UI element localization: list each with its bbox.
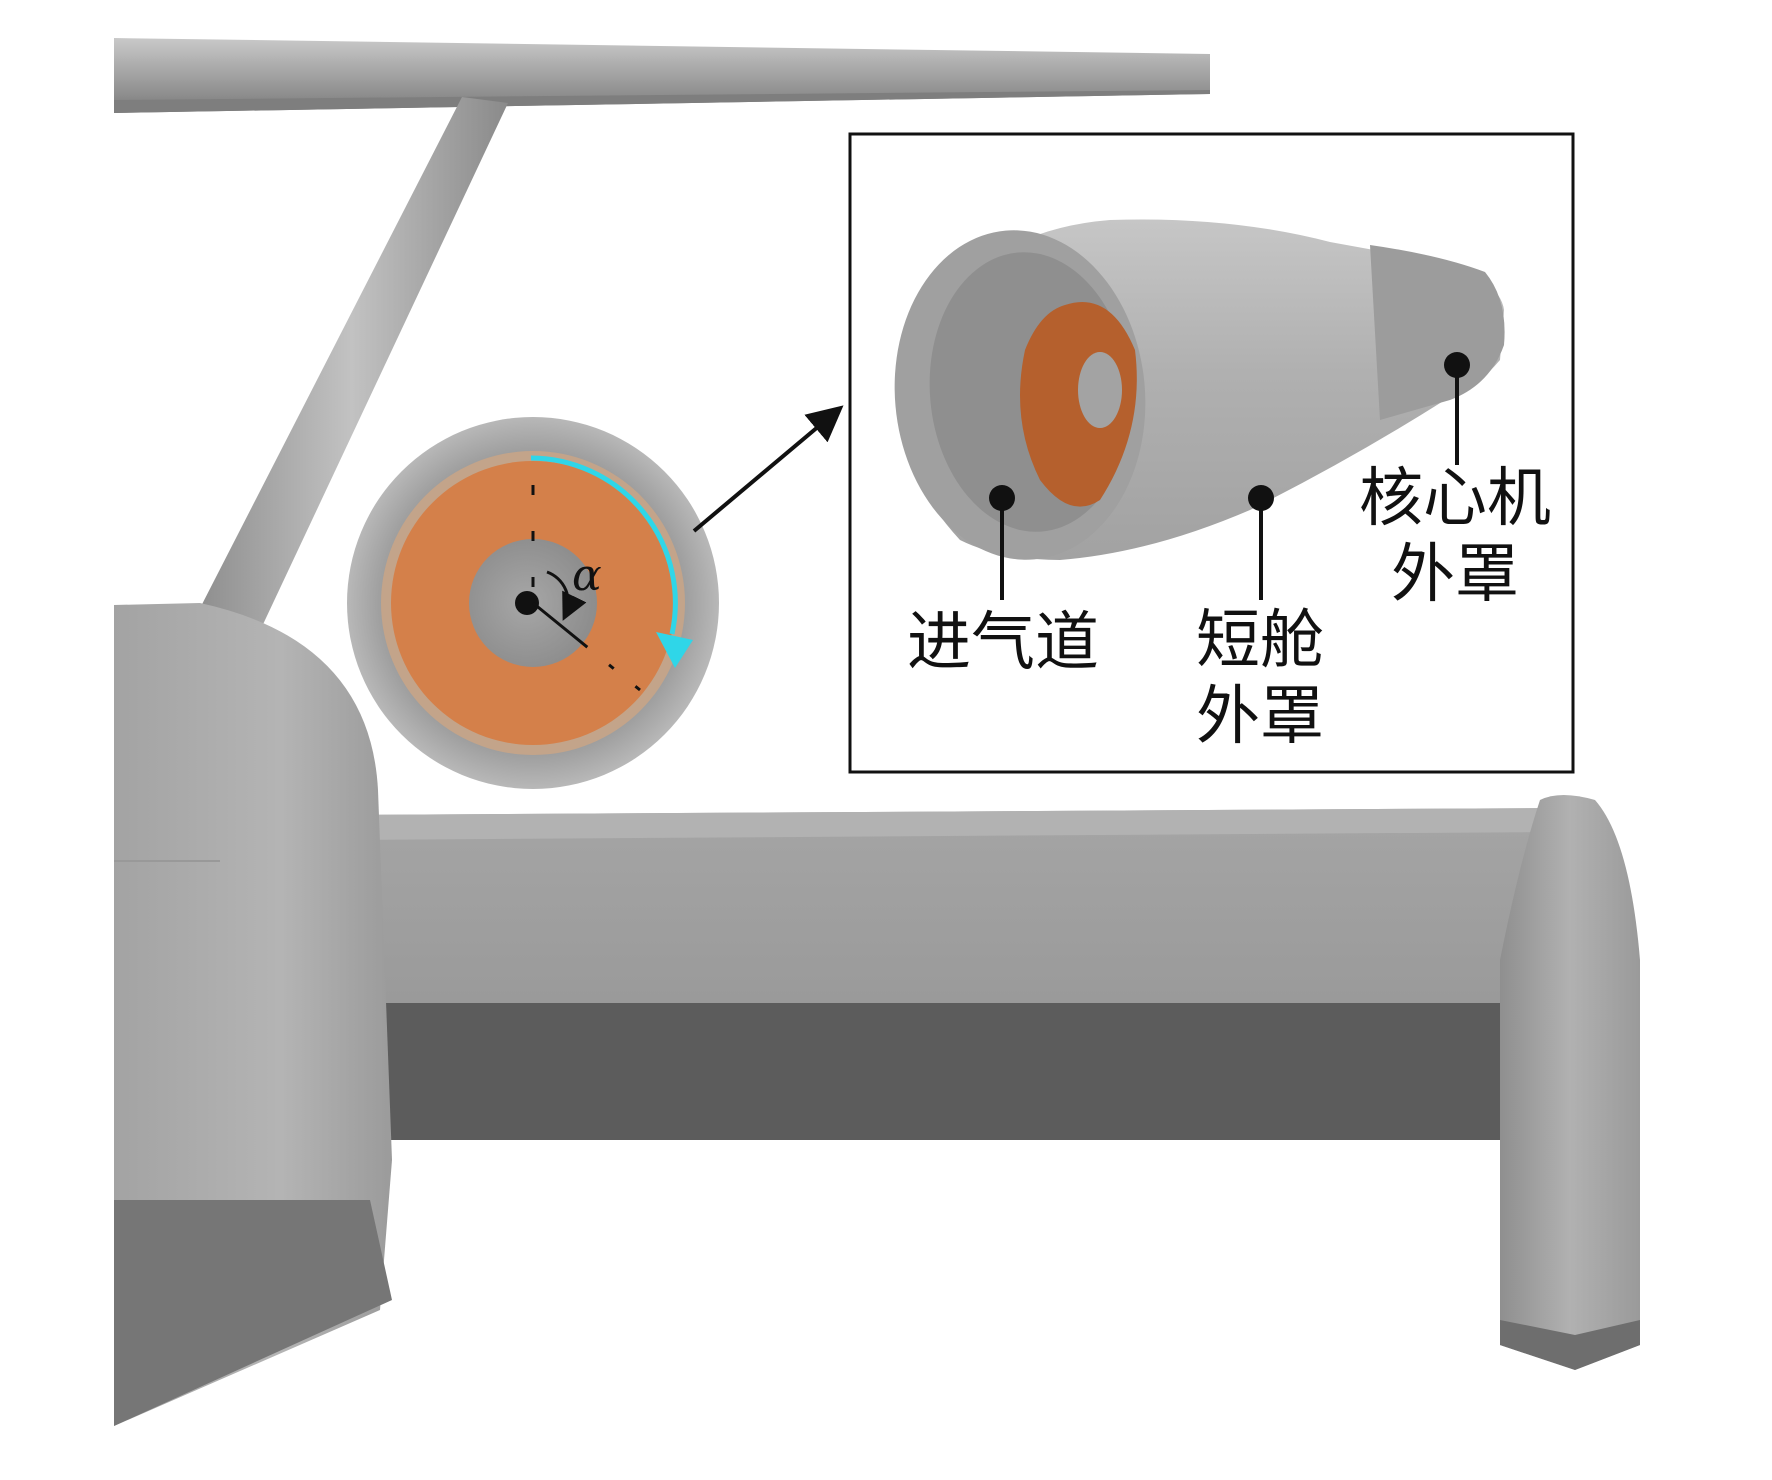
fuselage [114, 603, 392, 1426]
angle-symbol: α [572, 550, 602, 601]
diagonal-strut [195, 97, 508, 635]
core-cowl-callout [1444, 352, 1470, 465]
zoom-arrow [692, 405, 844, 533]
inset-panel [848, 132, 1575, 774]
upper-beam [114, 38, 1210, 113]
engine-front-view: α [347, 417, 719, 789]
main-wing [335, 808, 1560, 1140]
inlet-callout [989, 485, 1015, 600]
wingtip-fin [1500, 795, 1640, 1370]
nacelle-cowl-callout [1248, 485, 1274, 600]
core-cowl-label-line-2: 外罩 [1391, 538, 1519, 612]
nacelle-cowl-label: 短舱 外罩 [1165, 603, 1355, 755]
nacelle-cowl-label-line-2: 外罩 [1196, 680, 1324, 754]
core-cowl-label: 核心机 外罩 [1345, 461, 1565, 613]
inlet-label: 进气道 [898, 605, 1108, 681]
core-cowl-label-line-1: 核心机 [1359, 462, 1551, 536]
inlet-label-line: 进气道 [907, 606, 1099, 680]
nacelle-cowl-label-line-1: 短舱 [1196, 604, 1324, 678]
